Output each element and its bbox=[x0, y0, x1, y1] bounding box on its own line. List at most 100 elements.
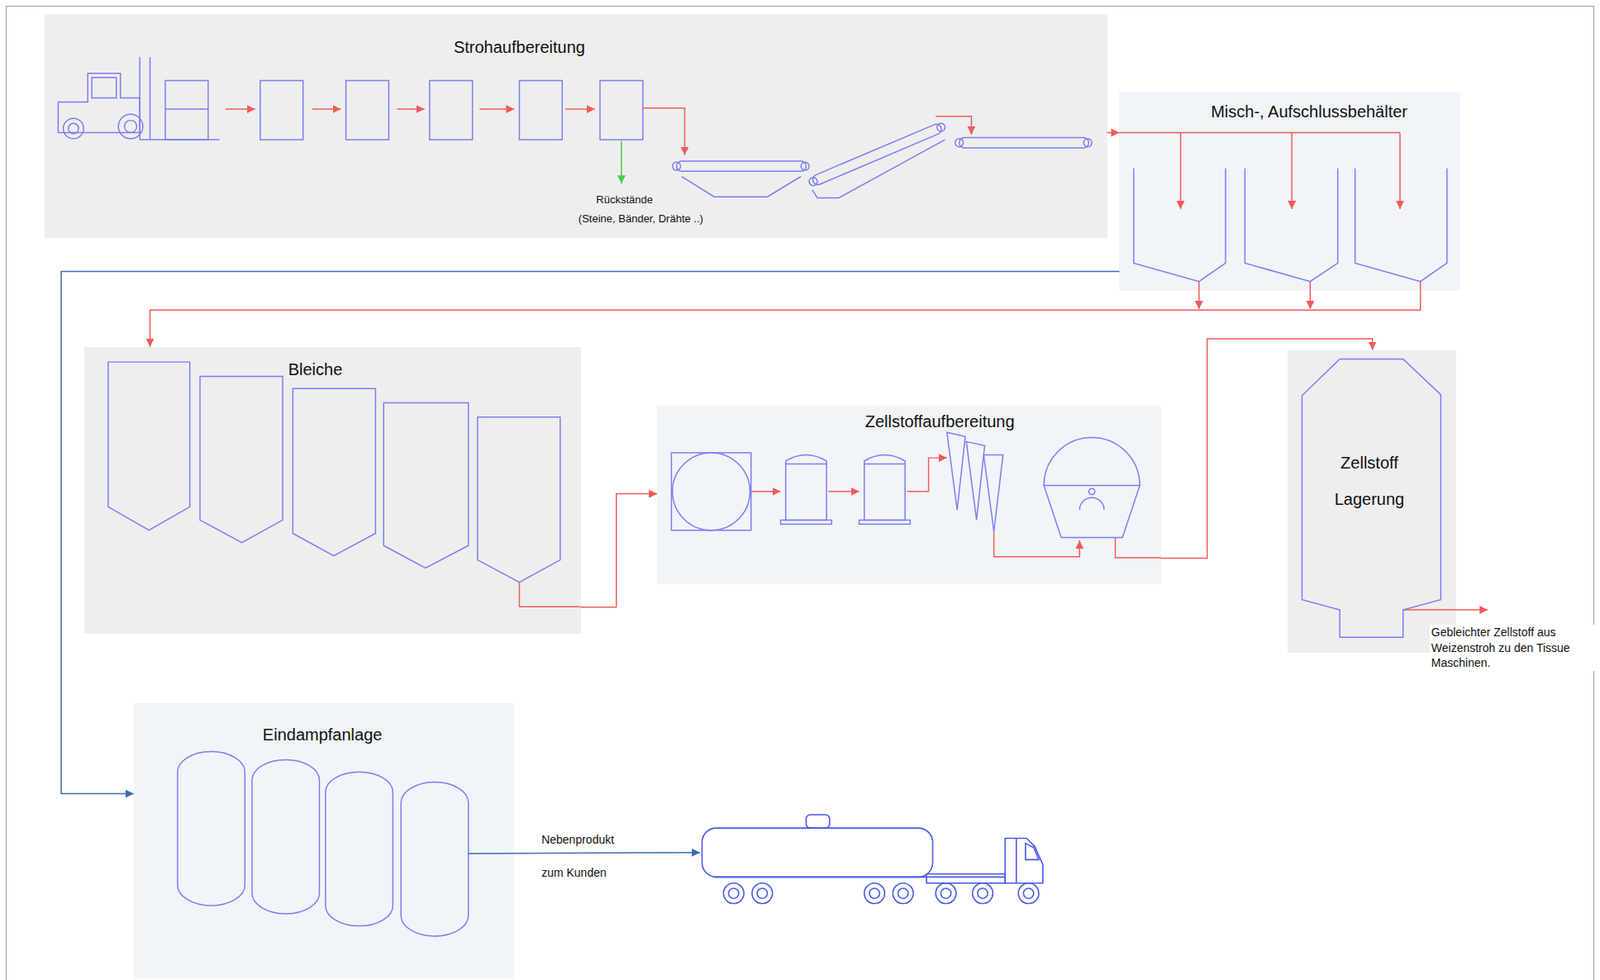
conveyors-part bbox=[1083, 138, 1092, 148]
pulp-machines-part bbox=[983, 454, 1003, 532]
pulp-machines-part bbox=[864, 463, 905, 465]
tanker-truck-part bbox=[892, 883, 914, 905]
annotation-label: zum Kunden bbox=[539, 866, 609, 880]
straw-machines-part bbox=[519, 80, 562, 140]
outer-frame-part bbox=[5, 5, 1594, 980]
flow-arrows-part bbox=[1419, 281, 1421, 291]
outer-frame bbox=[5, 5, 1594, 980]
forklift bbox=[57, 57, 220, 140]
forklift-part bbox=[165, 108, 209, 110]
byproduct-arrow bbox=[468, 852, 700, 854]
evaporators-part bbox=[325, 771, 393, 926]
flow-arrows-part bbox=[225, 108, 256, 110]
pulp-silo-part bbox=[1301, 358, 1441, 638]
pulp-machines-part bbox=[1079, 497, 1105, 510]
tanker-truck bbox=[701, 814, 1043, 904]
bleach-towers-part bbox=[108, 361, 191, 531]
process-panel: Bleiche bbox=[84, 347, 581, 634]
conveyors-part bbox=[807, 120, 947, 188]
flow-connector bbox=[1161, 338, 1373, 558]
residue-arrow bbox=[620, 140, 622, 184]
pulp-machines-part bbox=[1043, 437, 1140, 486]
conveyors-part bbox=[800, 161, 810, 171]
annotation-label: Rückstände bbox=[594, 192, 655, 205]
flow-arrows-part bbox=[1180, 132, 1181, 210]
straw-machines-part bbox=[600, 80, 643, 140]
flow-arrows-part bbox=[828, 490, 860, 492]
pulp-machines-part bbox=[1088, 488, 1095, 495]
flow-arrows-part bbox=[396, 108, 424, 110]
pulp-machines-part bbox=[864, 454, 905, 520]
tanker-truck-part bbox=[1023, 888, 1034, 899]
evaporators-part bbox=[177, 752, 245, 906]
tanker-truck-part bbox=[898, 888, 909, 899]
flow-arrows-part bbox=[479, 108, 515, 110]
flow-arrows-part bbox=[519, 582, 581, 608]
tanker-truck-part bbox=[757, 888, 767, 899]
forklift-part bbox=[68, 123, 79, 134]
flow-arrows-part bbox=[565, 108, 596, 110]
tanker-truck-part bbox=[1018, 883, 1039, 905]
pulp-machines-part bbox=[785, 454, 827, 520]
mixing-tanks bbox=[1133, 168, 1448, 282]
straw-machines-part bbox=[346, 80, 390, 140]
pulp-machines-part bbox=[672, 452, 751, 531]
tanker-truck-part bbox=[752, 883, 773, 905]
tanker-truck-part bbox=[723, 883, 744, 905]
mixing-tanks-part bbox=[1244, 168, 1338, 282]
evaporators-part bbox=[252, 759, 320, 914]
conveyors-part bbox=[672, 161, 681, 171]
conveyors-part bbox=[812, 139, 946, 198]
pulp-machines-part bbox=[780, 519, 833, 524]
process-panel: Eindampfanlage bbox=[133, 703, 515, 979]
panel-title: Strohaufbereitung bbox=[453, 37, 586, 57]
flow-arrows-part bbox=[935, 116, 972, 135]
tanker-truck-part bbox=[972, 883, 994, 905]
conveyors-part bbox=[935, 122, 947, 134]
conveyors bbox=[672, 120, 1092, 198]
flow-arrows-part bbox=[312, 108, 342, 110]
flow-arrows-part bbox=[1198, 281, 1200, 310]
flow-arrows-part bbox=[1399, 132, 1400, 210]
tanker-truck-part bbox=[1015, 838, 1018, 883]
conveyors-part bbox=[676, 161, 807, 172]
tanker-truck-part bbox=[864, 883, 886, 905]
tanker-truck-part bbox=[728, 888, 739, 899]
bleach-towers-part bbox=[292, 388, 376, 556]
tanker-truck-part bbox=[926, 874, 1005, 884]
pulp-machines-part bbox=[859, 519, 911, 524]
pulp-machines-part bbox=[947, 432, 966, 510]
pulp-machines-part bbox=[671, 452, 751, 531]
pulp-machines-part bbox=[785, 463, 827, 465]
pulp-machines-part bbox=[1043, 485, 1140, 538]
panel-title: Eindampfanlage bbox=[262, 724, 383, 744]
process-panel: Zellstoffaufbereitung bbox=[657, 405, 1162, 585]
conveyors-part bbox=[959, 138, 1090, 148]
residue-arrow-part bbox=[620, 140, 622, 184]
flow-connector bbox=[61, 271, 1120, 794]
pulp-machines bbox=[671, 432, 1140, 538]
tanker-truck-part bbox=[805, 814, 829, 829]
flow-arrows-part bbox=[1115, 537, 1162, 558]
flow-arrows-part bbox=[994, 531, 1081, 558]
flow-arrows-part bbox=[1119, 132, 1400, 134]
conveyors-part bbox=[955, 138, 964, 148]
tanker-truck-part bbox=[1025, 843, 1039, 861]
panel-title: Zellstoffaufbereitung bbox=[865, 411, 1015, 431]
flow-arrows-part bbox=[1309, 281, 1311, 310]
tanker-truck-part bbox=[935, 883, 957, 905]
straw-machines bbox=[260, 80, 643, 140]
pulp-machines-part bbox=[966, 441, 985, 520]
pulp-silo bbox=[1301, 358, 1441, 638]
bleach-towers-part bbox=[383, 402, 468, 568]
conveyors-part bbox=[681, 176, 801, 198]
tanker-truck-part bbox=[977, 888, 988, 899]
bleach-towers-part bbox=[477, 417, 561, 583]
forklift-part bbox=[118, 114, 143, 139]
process-panel: Misch-, Aufschlussbehälter bbox=[1119, 92, 1460, 291]
flow-connector bbox=[1107, 132, 1120, 134]
byproduct-arrow-part bbox=[468, 852, 700, 854]
evaporators-part bbox=[400, 782, 468, 937]
bleach-towers-part bbox=[200, 376, 283, 543]
